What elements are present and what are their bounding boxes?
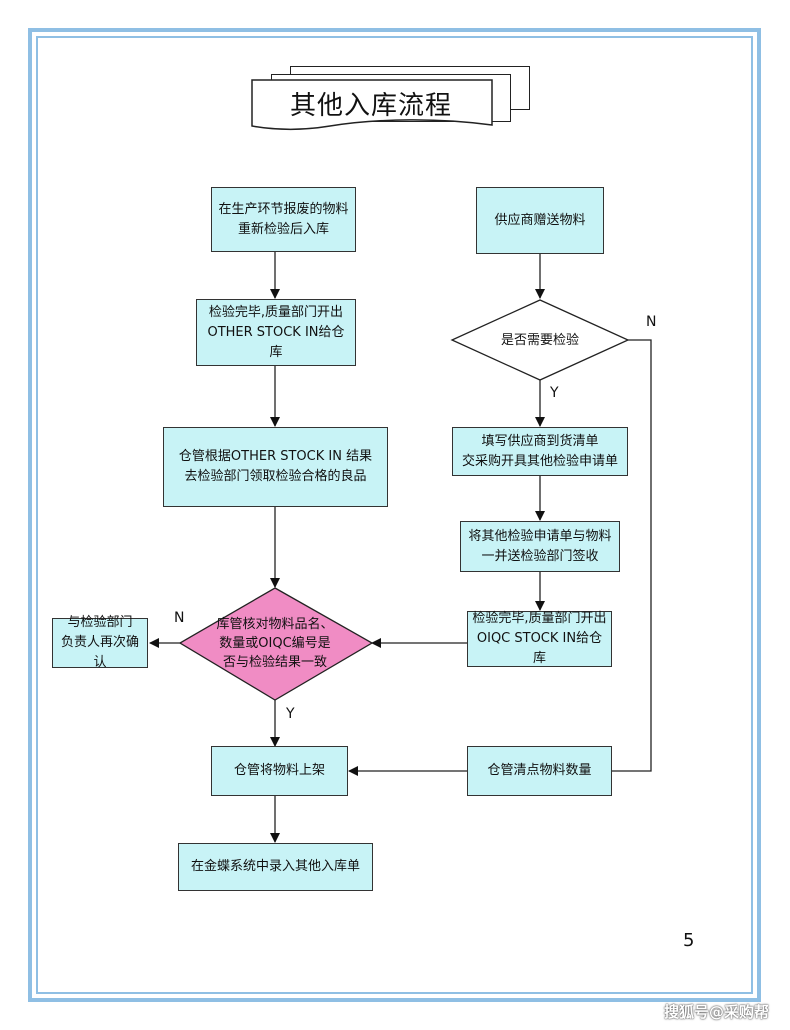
inspect-no-label: N xyxy=(646,314,657,330)
verify-yes-label: Y xyxy=(286,706,295,722)
qc-other-stock-in-box: 检验完毕,质量部门开出 OTHER STOCK IN给仓库 xyxy=(196,299,356,366)
page-frame-outer xyxy=(28,28,761,1002)
page-title: 其他入库流程 xyxy=(289,90,452,121)
shelve-box: 仓管将物料上架 xyxy=(211,746,348,796)
watermark: 搜狐号@采购帮 xyxy=(664,1003,770,1021)
page-number: 5 xyxy=(683,930,695,951)
verify-decision-diamond xyxy=(178,587,374,701)
send-inspection-box: 将其他检验申请单与物料 一并送检验部门签收 xyxy=(460,521,620,572)
verify-no-label: N xyxy=(174,610,185,626)
scrap-material-box: 在生产环节报废的物料 重新检验后入库 xyxy=(211,187,356,252)
verify-decision-text: 库管核对物料品名、 数量或OIQC编号是 否与检验结果一致 xyxy=(216,616,334,670)
inspect-yes-label: Y xyxy=(550,385,559,401)
reconfirm-box: 与检验部门 负责人再次确认 xyxy=(52,615,148,670)
enter-kingdee-box: 在金蝶系统中录入其他入库单 xyxy=(178,843,373,891)
need-inspection-text: 是否需要检验 xyxy=(500,332,579,348)
need-inspection-diamond xyxy=(450,299,630,381)
warehouse-collect-box: 仓管根据OTHER STOCK IN 结果 去检验部门领取检验合格的良品 xyxy=(163,427,388,507)
qc-oiqc-stock-in-box: 检验完毕,质量部门开出 OIQC STOCK IN给仓库 xyxy=(467,611,612,667)
supplier-gift-box: 供应商赠送物料 xyxy=(476,187,604,254)
count-material-box: 仓管清点物料数量 xyxy=(467,746,612,796)
fill-delivery-box: 填写供应商到货清单 交采购开具其他检验申请单 xyxy=(452,427,628,476)
page-frame-inner xyxy=(36,36,753,994)
